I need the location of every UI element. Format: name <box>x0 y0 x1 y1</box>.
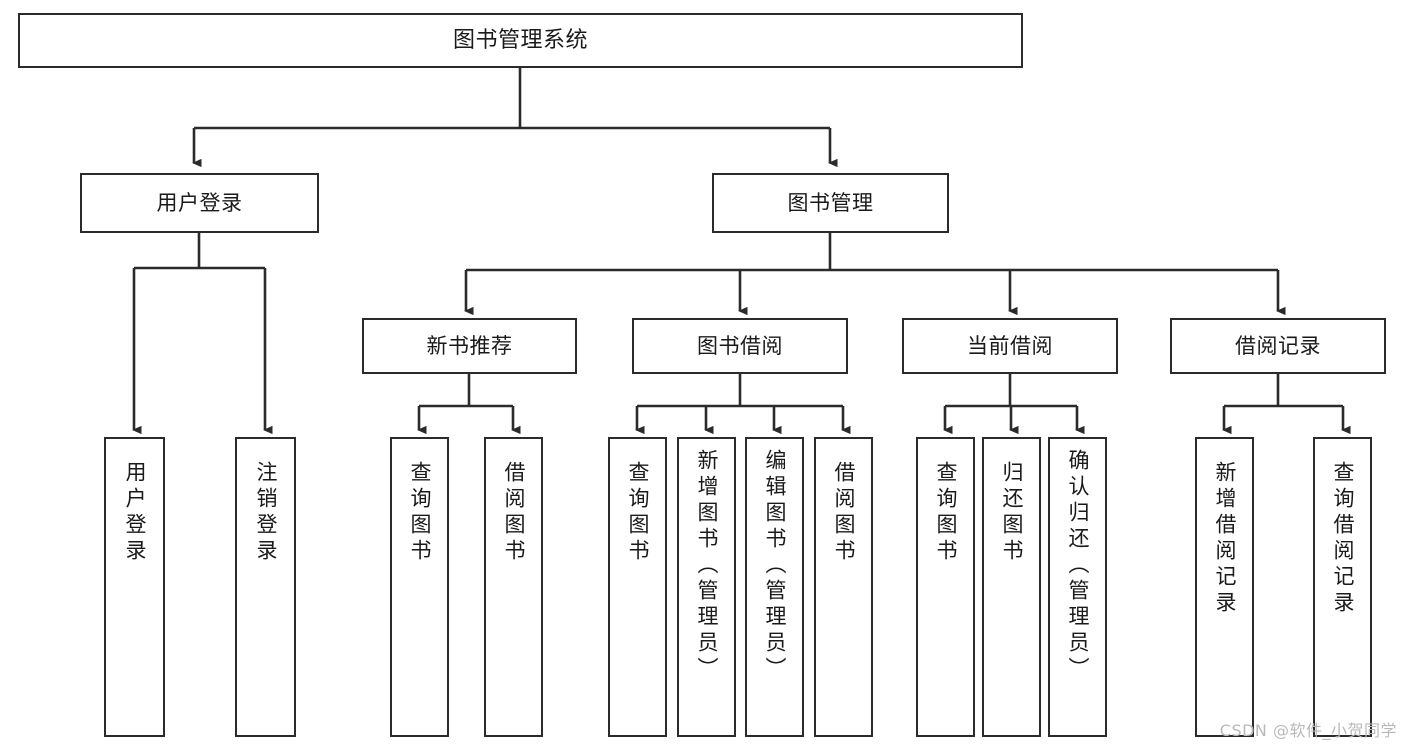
node-label: 图书管理系统 <box>452 27 588 53</box>
leaf-current-borrow-return-book[interactable]: 归还图书 <box>982 437 1041 737</box>
node-label: 查询图书 <box>408 461 432 565</box>
node-label: 查询借阅记录 <box>1331 461 1355 617</box>
leaf-book-borrow-borrow-book[interactable]: 借阅图书 <box>814 437 873 737</box>
node-label: 借阅图书 <box>832 461 856 565</box>
node-label: 图书借阅 <box>697 333 783 358</box>
node-label: 归还图书 <box>1000 461 1024 565</box>
node-label: 借阅图书 <box>502 461 526 565</box>
leaf-user-login-logout[interactable]: 注销登录 <box>235 437 296 737</box>
node-new-book-recommend[interactable]: 新书推荐 <box>362 318 577 374</box>
node-label: 新增图书（管理员） <box>695 449 719 683</box>
node-label: 注销登录 <box>254 461 278 565</box>
leaf-borrow-record-add-record[interactable]: 新增借阅记录 <box>1195 437 1254 737</box>
node-book-borrow[interactable]: 图书借阅 <box>632 318 848 374</box>
node-label: 新增借阅记录 <box>1213 461 1237 617</box>
node-root-book-management-system[interactable]: 图书管理系统 <box>18 13 1023 68</box>
node-label: 确认归还（管理员） <box>1066 449 1090 683</box>
node-borrow-record[interactable]: 借阅记录 <box>1170 318 1386 374</box>
csdn-watermark: CSDN @软件_小贺同学 <box>1220 717 1397 741</box>
leaf-new-book-borrow-book[interactable]: 借阅图书 <box>484 437 543 737</box>
node-label: 用户登录 <box>123 461 147 565</box>
node-label: 图书管理 <box>787 190 874 215</box>
leaf-current-borrow-query-book[interactable]: 查询图书 <box>916 437 975 737</box>
leaf-book-borrow-edit-book-admin[interactable]: 编辑图书（管理员） <box>745 437 804 737</box>
leaf-current-borrow-confirm-return-admin[interactable]: 确认归还（管理员） <box>1048 437 1107 737</box>
node-label: 查询图书 <box>626 461 650 565</box>
leaf-new-book-query-book[interactable]: 查询图书 <box>390 437 449 737</box>
node-label: 用户登录 <box>156 190 243 215</box>
node-label: 编辑图书（管理员） <box>763 449 787 683</box>
node-book-management[interactable]: 图书管理 <box>712 173 949 233</box>
leaf-user-login-login[interactable]: 用户登录 <box>104 437 165 737</box>
node-user-login[interactable]: 用户登录 <box>80 173 319 233</box>
node-label: 新书推荐 <box>426 333 513 358</box>
leaf-book-borrow-query-book[interactable]: 查询图书 <box>608 437 667 737</box>
node-current-borrow[interactable]: 当前借阅 <box>902 318 1118 374</box>
leaf-borrow-record-query-record[interactable]: 查询借阅记录 <box>1313 437 1372 737</box>
leaf-book-borrow-add-book-admin[interactable]: 新增图书（管理员） <box>677 437 736 737</box>
watermark-text: CSDN @软件_小贺同学 <box>1219 721 1397 740</box>
node-label: 查询图书 <box>934 461 958 565</box>
node-label: 借阅记录 <box>1235 333 1321 358</box>
node-label: 当前借阅 <box>967 333 1053 358</box>
